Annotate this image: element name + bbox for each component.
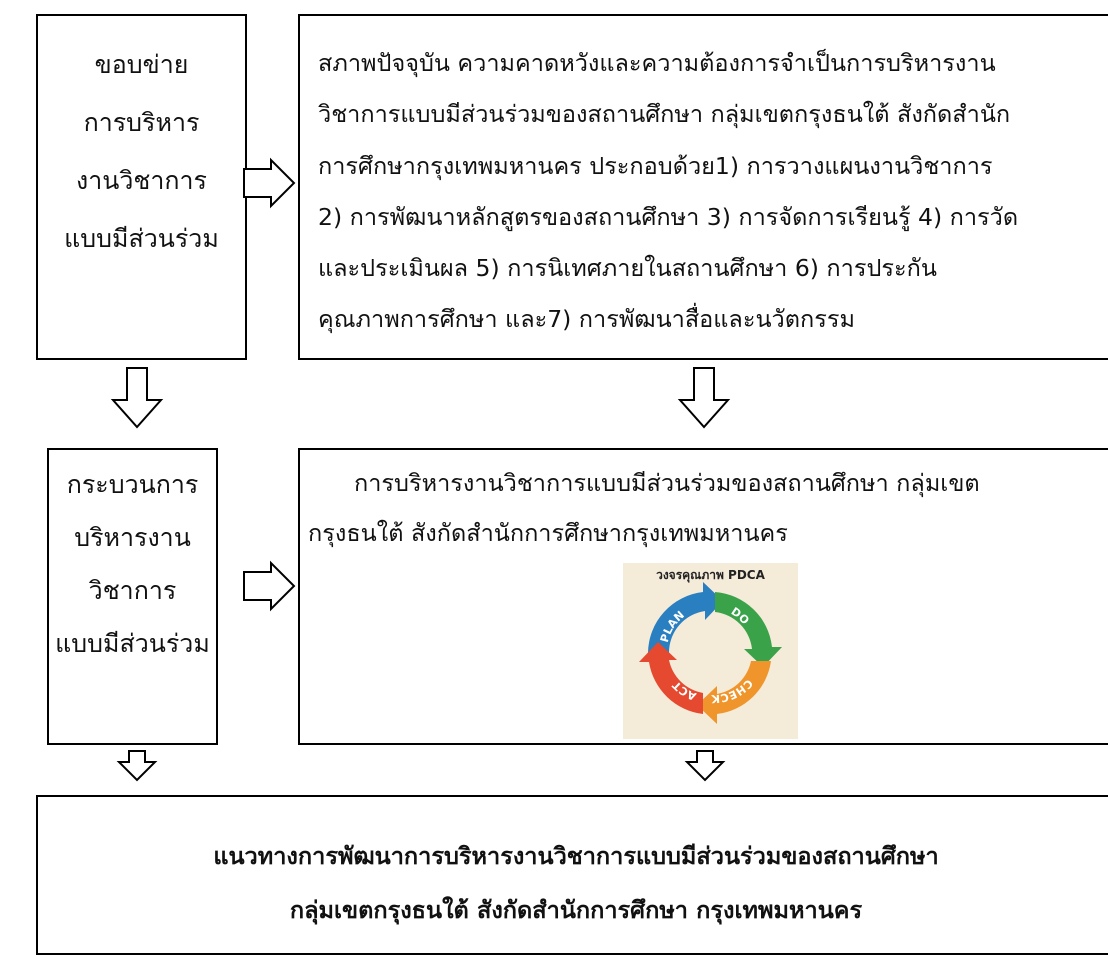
framework-line: ขอบข่าย [94, 50, 189, 79]
framework-line: แบบมีส่วนร่วม [64, 224, 219, 253]
participatory-management-box: การบริหารงานวิชาการแบบมีส่วนร่วมของสถานศ… [298, 448, 1108, 745]
pdca-cycle-image: วงจรคุณภาพ PDCA PLAN DO CHECK [623, 563, 798, 739]
pdca-do-arrow [715, 592, 782, 667]
down-arrow-icon [684, 750, 726, 782]
right-arrow-icon [243, 157, 296, 209]
down-arrow-icon [110, 367, 164, 429]
pdca-check-arrow [697, 661, 771, 724]
state-line: วิชาการแบบมีส่วนร่วมของสถานศึกษา กลุ่มเข… [318, 100, 1011, 129]
right-arrow-icon [243, 560, 296, 612]
pdca-cycle-graphic: PLAN DO CHECK ACT [639, 582, 782, 724]
guideline-line: แนวทางการพัฒนาการบริหารงานวิชาการแบบมีส่… [213, 842, 939, 870]
state-line: 2) การพัฒนาหลักสูตรของสถานศึกษา 3) การจั… [318, 202, 1019, 231]
state-line: คุณภาพการศึกษา และ7) การพัฒนาสื่อและนวัต… [318, 305, 855, 334]
process-box: กระบวนการ บริหารงาน วิชาการ แบบมีส่วนร่ว… [47, 448, 218, 745]
process-line: วิชาการ [88, 576, 177, 605]
state-line: การศึกษากรุงเทพมหานคร ประกอบด้วย1) การวา… [318, 151, 993, 180]
current-state-box: สภาพปัจจุบัน ความคาดหวังและความต้องการจำ… [298, 14, 1108, 360]
framework-line: งานวิชาการ [76, 166, 207, 195]
pdca-plan-arrow [648, 582, 723, 653]
down-arrow-icon [116, 750, 158, 782]
pdca-act-arrow [639, 642, 703, 714]
process-line: แบบมีส่วนร่วม [55, 629, 210, 658]
process-line: กระบวนการ [66, 470, 199, 499]
framework-box: ขอบข่าย การบริหาร งานวิชาการ แบบมีส่วนร่… [36, 14, 247, 360]
guideline-line: กลุ่มเขตกรุงธนใต้ สังกัดสำนักการศึกษา กร… [289, 896, 863, 924]
participatory-line: กรุงธนใต้ สังกัดสำนักการศึกษากรุงเทพมหาน… [308, 519, 788, 547]
state-line: สภาพปัจจุบัน ความคาดหวังและความต้องการจำ… [318, 49, 996, 77]
participatory-line: การบริหารงานวิชาการแบบมีส่วนร่วมของสถานศ… [354, 469, 980, 497]
pdca-title: วงจรคุณภาพ PDCA [656, 568, 765, 582]
process-line: บริหารงาน [74, 523, 191, 552]
framework-line: การบริหาร [83, 108, 200, 137]
down-arrow-icon [677, 367, 731, 429]
state-line: และประเมินผล 5) การนิเทศภายในสถานศึกษา 6… [318, 254, 937, 283]
